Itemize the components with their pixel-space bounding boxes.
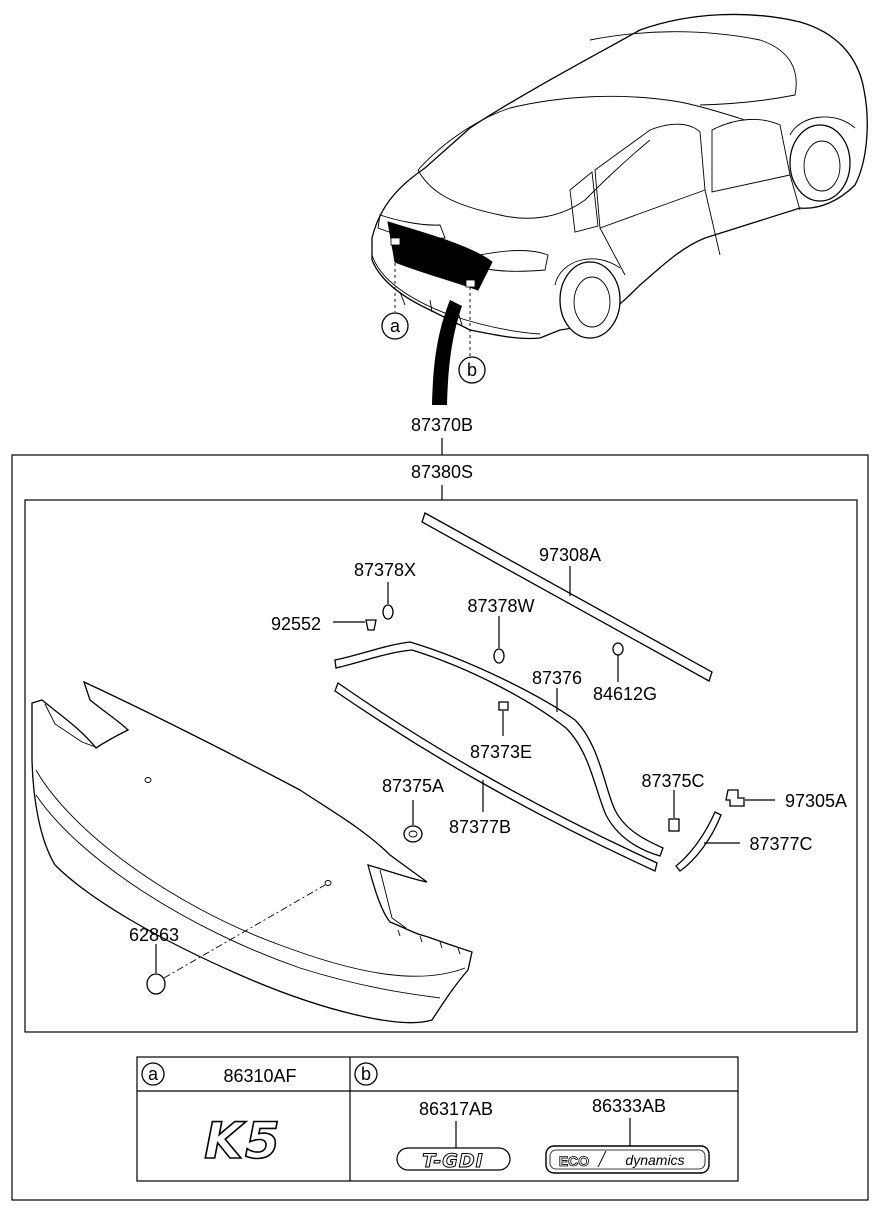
label-92552: 92552 [271, 614, 321, 634]
removal-arrow [432, 300, 462, 405]
part-trunk-garnish-panel [31, 680, 473, 1024]
part-87375A: 87375A [382, 776, 444, 843]
callout-b: b [458, 356, 486, 384]
label-87370B: 87370B [411, 415, 473, 435]
label-87375C: 87375C [641, 771, 704, 791]
part-87376: 87376 [334, 641, 664, 857]
callout-a-letter: a [390, 316, 401, 336]
label-87377C: 87377C [749, 834, 812, 854]
part-87378X: 87378X [354, 560, 416, 620]
part-97305A: 97305A [725, 789, 847, 811]
emblem-dynamics-text: dynamics [625, 1152, 684, 1168]
table-letter-b: b [361, 1064, 371, 1084]
table-letter-a: a [148, 1064, 159, 1084]
label-87380S: 87380S [411, 462, 473, 482]
emblem-eco-dynamics: ECO dynamics [545, 1145, 710, 1174]
part-87378W: 87378W [467, 596, 535, 664]
emblem-t-gdi: T-GDI [396, 1147, 511, 1173]
label-84612G: 84612G [593, 684, 657, 704]
part-84612G: 84612G [593, 642, 657, 704]
part-92552: 92552 [271, 614, 377, 634]
callout-a: a [381, 312, 409, 340]
part-87377C: 87377C [675, 811, 813, 872]
part-97308A: 97308A [421, 512, 713, 682]
part-87377B: 87377B [334, 681, 658, 872]
label-97305A: 97305A [785, 791, 847, 811]
emblem-eco-text: ECO [559, 1153, 589, 1169]
emblem-t-gdi-text: T-GDI [422, 1150, 484, 1172]
label-87376: 87376 [532, 668, 582, 688]
part-86310AF-label: 86310AF [223, 1066, 296, 1086]
inner-frame [24, 499, 858, 1033]
emblem-k5: K5 [204, 1112, 282, 1170]
label-87373E: 87373E [470, 742, 532, 762]
label-87378W: 87378W [467, 596, 534, 616]
label-87377B: 87377B [449, 817, 511, 837]
label-87378X: 87378X [354, 560, 416, 580]
emblem-table: a 86310AF K5 b 86317AB T-GDI 86333AB ECO… [136, 1056, 739, 1182]
part-86317AB-label: 86317AB [419, 1099, 493, 1119]
label-97308A: 97308A [539, 545, 601, 565]
label-62863: 62863 [129, 925, 179, 945]
car-illustration [371, 13, 868, 356]
trunk-garnish-highlight [387, 221, 493, 291]
part-87375C: 87375C [641, 771, 705, 832]
part-62863: 62863 [129, 884, 326, 995]
outer-frame [11, 454, 869, 1201]
part-87373E: 87373E [470, 701, 532, 762]
callout-b-letter: b [467, 360, 477, 380]
part-86333AB-label: 86333AB [592, 1096, 666, 1116]
label-87375A: 87375A [382, 776, 444, 796]
